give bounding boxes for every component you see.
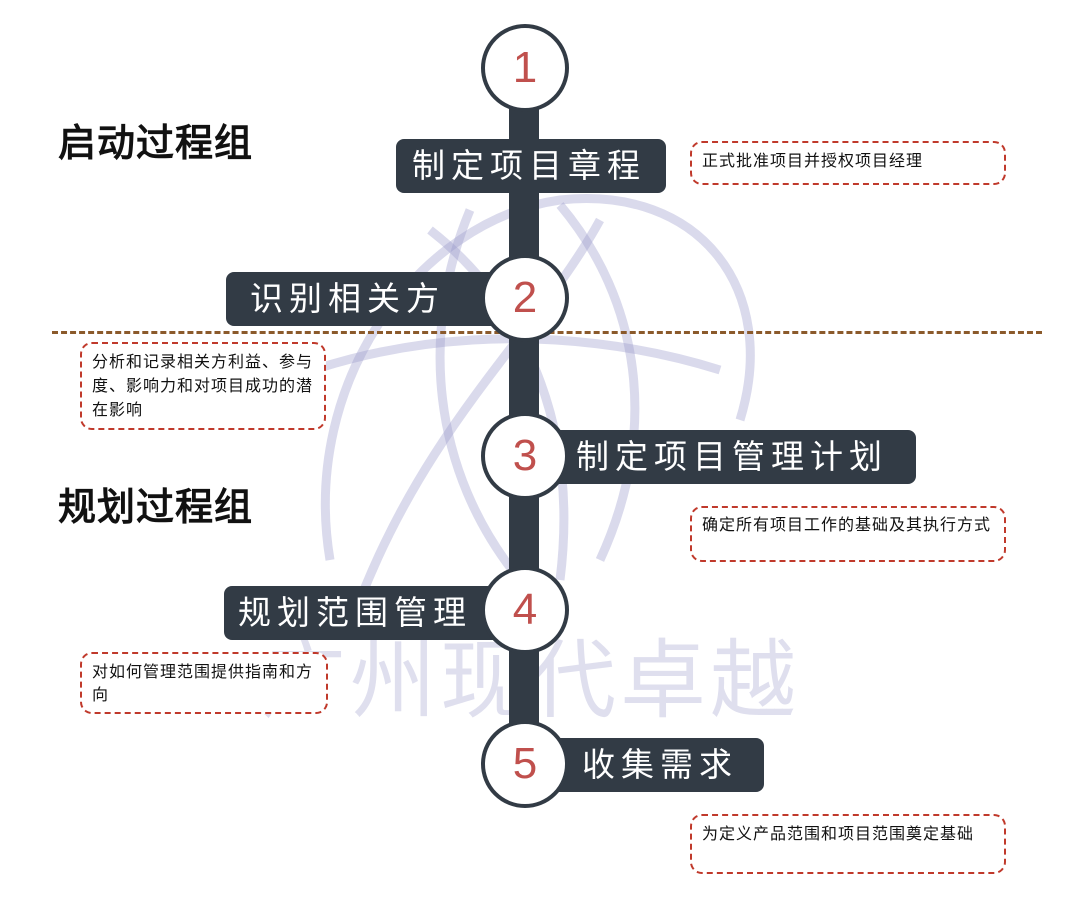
step-1-description: 正式批准项目并授权项目经理 xyxy=(690,141,1006,185)
step-1-label: 制定项目章程 xyxy=(396,139,666,193)
step-3-description: 确定所有项目工作的基础及其执行方式 xyxy=(690,506,1006,562)
group-title-initiating: 启动过程组 xyxy=(58,121,254,165)
step-5-circle: 5 xyxy=(481,720,569,808)
step-3-circle: 3 xyxy=(481,412,569,500)
step-2-label: 识别相关方 xyxy=(226,272,526,326)
step-4-description: 对如何管理范围提供指南和方向 xyxy=(80,652,328,714)
step-1-circle: 1 xyxy=(481,24,569,112)
group-title-planning: 规划过程组 xyxy=(58,485,254,529)
step-3-label: 制定项目管理计划 xyxy=(520,430,916,484)
step-2-circle: 2 xyxy=(481,254,569,342)
step-4-circle: 4 xyxy=(481,566,569,654)
step-2-description: 分析和记录相关方利益、参与度、影响力和对项目成功的潜在影响 xyxy=(80,342,326,430)
step-5-description: 为定义产品范围和项目范围奠定基础 xyxy=(690,814,1006,874)
step-4-label: 规划范围管理 xyxy=(224,586,524,640)
